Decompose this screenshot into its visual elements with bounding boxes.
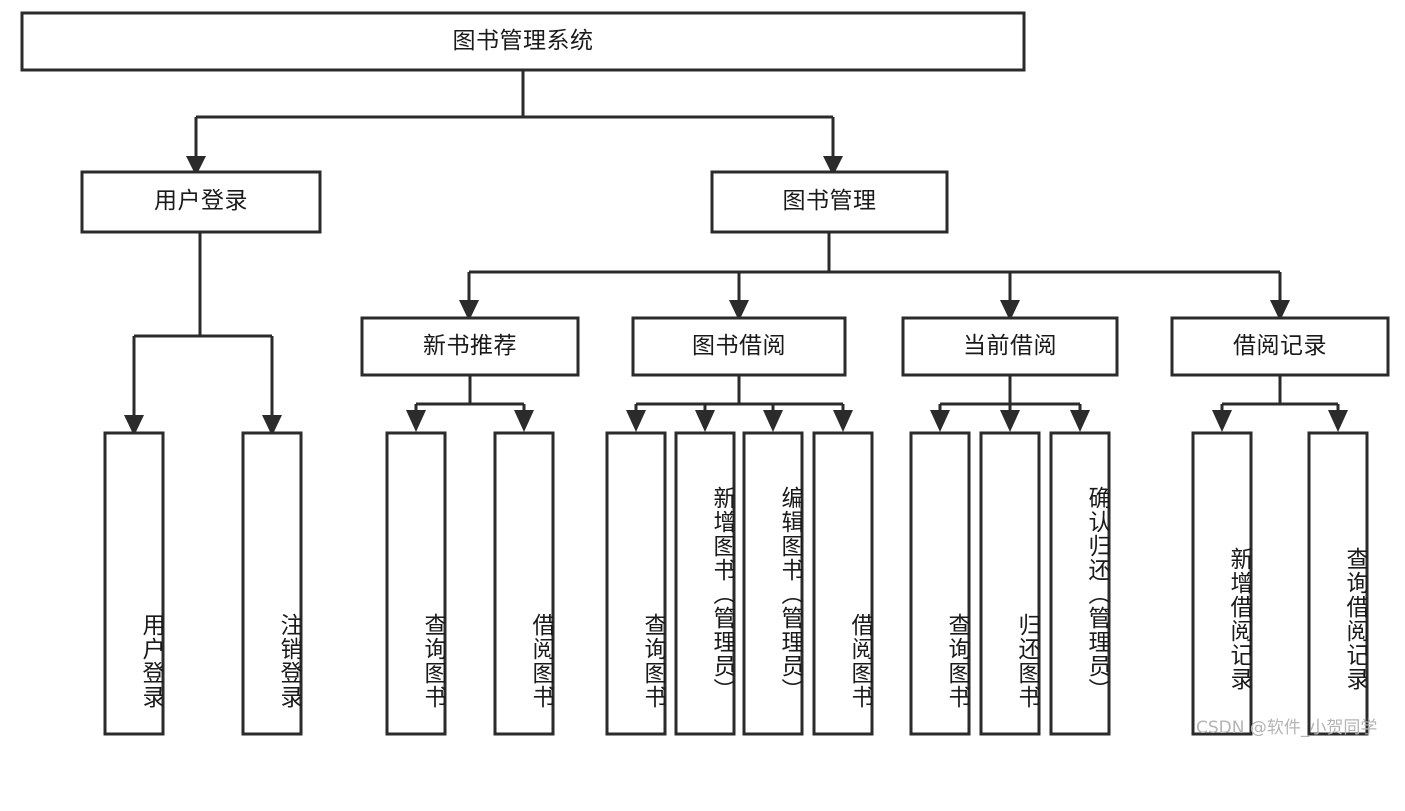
node-box-leaf-add-book[interactable] <box>674 431 736 736</box>
connector-borrow-to-leaves <box>626 375 853 432</box>
connector-bookmgmt-to-level3 <box>459 232 1290 321</box>
node-box-leaf-borrow-book-1[interactable] <box>493 431 555 736</box>
node-box-borrow-record[interactable] <box>1170 316 1390 377</box>
node-box-leaf-query-book-1[interactable] <box>385 431 447 736</box>
node-box-new-book-rec[interactable] <box>360 316 580 377</box>
node-box-leaf-query-book-3[interactable] <box>909 431 971 736</box>
node-box-leaf-query-book-2[interactable] <box>605 431 667 736</box>
connector-records-to-leaves <box>1212 375 1348 432</box>
node-box-leaf-add-record[interactable] <box>1191 431 1253 736</box>
connector-root-to-level2 <box>186 70 843 176</box>
node-box-leaf-user-login[interactable] <box>103 431 165 736</box>
node-box-leaf-confirm-return[interactable] <box>1049 431 1111 736</box>
node-box-leaf-logout[interactable] <box>241 431 303 736</box>
connector-newbook-to-leaves <box>406 375 534 432</box>
node-box-book-mgmt[interactable] <box>710 170 949 234</box>
node-box-leaf-query-record[interactable] <box>1307 431 1369 736</box>
node-box-leaf-borrow-book-2[interactable] <box>812 431 874 736</box>
node-box-leaf-return-book[interactable] <box>979 431 1041 736</box>
connector-userlogin-to-leaves <box>124 232 282 436</box>
diagram-graphics <box>20 11 1390 736</box>
node-box-leaf-edit-book[interactable] <box>742 431 804 736</box>
node-box-user-login[interactable] <box>80 170 322 234</box>
node-box-current-borrow[interactable] <box>901 316 1119 377</box>
node-box-book-borrow[interactable] <box>631 316 847 377</box>
connector-current-to-leaves <box>930 375 1090 432</box>
csdn-watermark: CSDN @软件_小贺同学 <box>1196 718 1378 738</box>
diagram-canvas: 图书管理系统 用户登录 图书管理 新书推荐 图书借阅 当前借阅 借阅记录 用户登… <box>20 11 1390 738</box>
node-box-root[interactable] <box>20 11 1026 72</box>
